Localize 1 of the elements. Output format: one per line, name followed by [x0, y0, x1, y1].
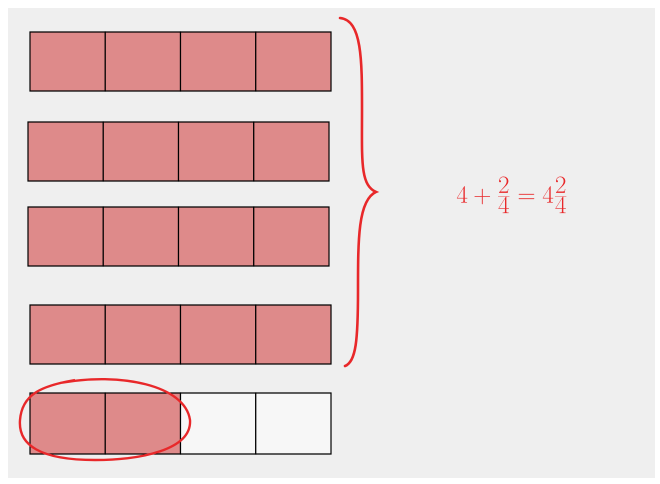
formula: $4+\frac{2}{4}=4\frac{2}{4}$ [456, 176, 566, 214]
